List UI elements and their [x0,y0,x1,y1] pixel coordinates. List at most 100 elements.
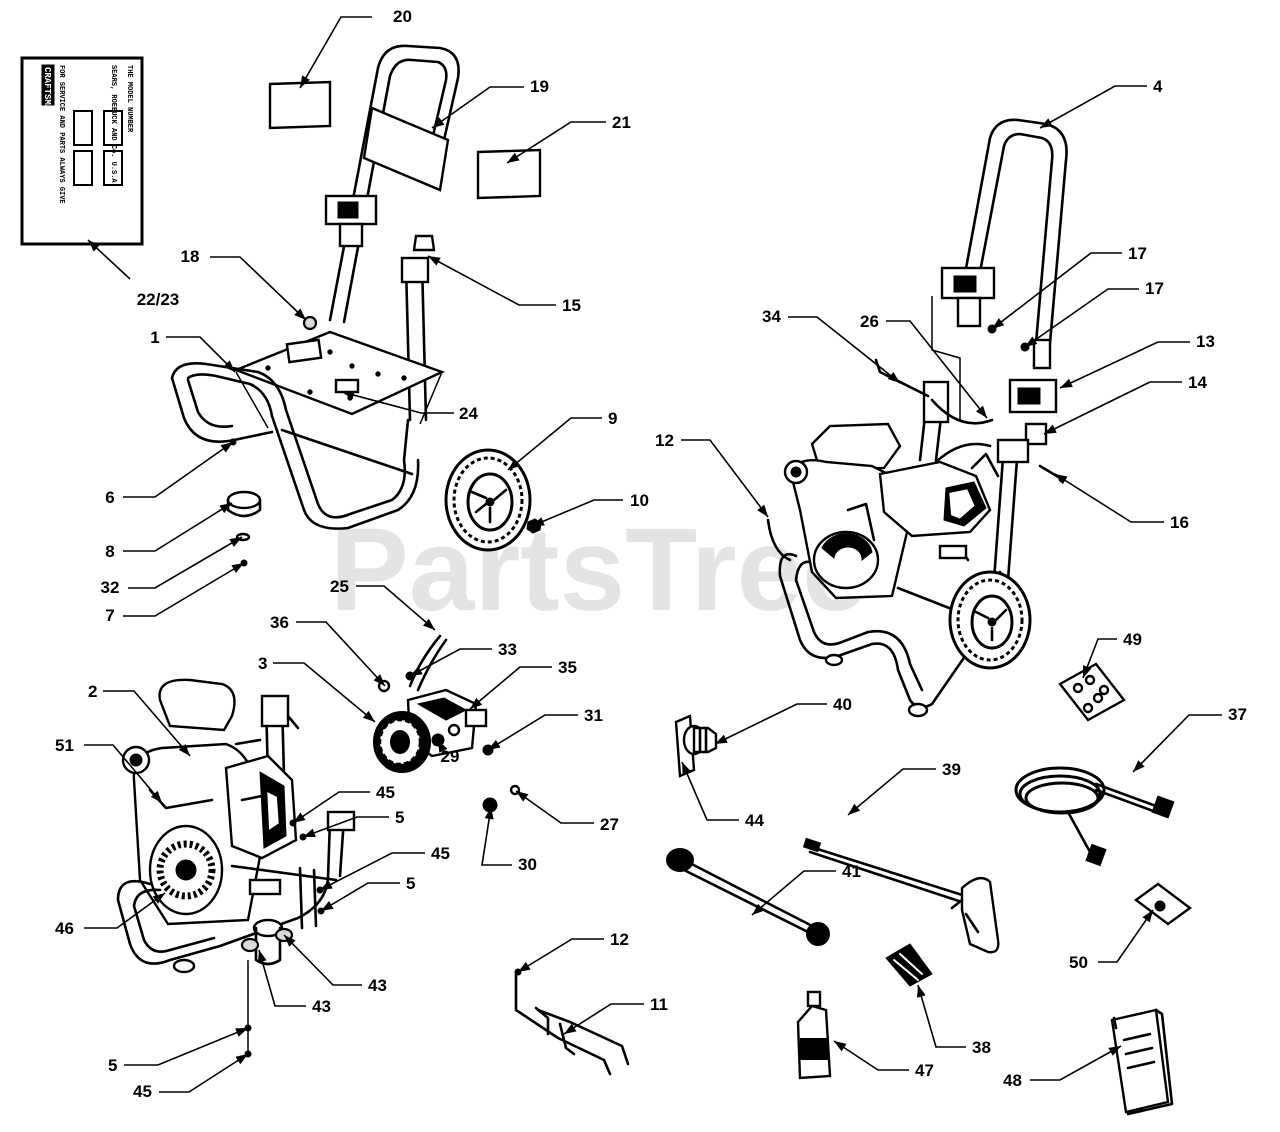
callout-number: 48 [1003,1071,1022,1090]
label-21-part[interactable] [476,148,542,200]
callout-11[interactable]: 11 [563,995,668,1035]
callout-3[interactable]: 3 [258,654,376,723]
callout-1[interactable]: 1 [150,328,236,373]
callout-17[interactable]: 17 [991,244,1147,330]
callout-10[interactable]: 10 [531,491,649,527]
leader-line [292,791,370,824]
callout-41[interactable]: 41 [751,862,861,916]
manual-part[interactable] [1110,1008,1174,1116]
callout-32[interactable]: 32 [101,536,243,597]
arrowhead [682,762,691,775]
washer-18-part[interactable] [302,315,318,331]
deck-clip-part[interactable] [334,378,360,394]
callout-number: 26 [860,312,879,331]
callout-9[interactable]: 9 [507,409,617,471]
callout-19[interactable]: 19 [431,77,549,129]
callout-31[interactable]: 31 [487,706,603,751]
callout-45[interactable]: 45 [319,844,450,891]
callout-21[interactable]: 21 [506,113,631,164]
callout-17[interactable]: 17 [1024,279,1164,348]
callout-34[interactable]: 34 [762,307,901,384]
callout-12[interactable]: 12 [655,431,769,518]
callout-number: 43 [312,997,331,1016]
leader-line [431,86,524,129]
callout-15[interactable]: 15 [427,255,581,315]
callout-18[interactable]: 18 [181,247,307,321]
callout-40[interactable]: 40 [714,695,852,745]
leader-line [84,744,163,804]
callout-24[interactable]: 24 [341,390,478,423]
spray-gun-part[interactable] [802,837,1000,954]
wand-part[interactable] [666,848,830,946]
callout-45[interactable]: 45 [292,783,395,824]
callout-44[interactable]: 44 [681,761,764,830]
callout-43[interactable]: 43 [283,934,387,995]
callout-47[interactable]: 47 [833,1040,934,1080]
handle-panel-part[interactable] [362,106,450,192]
washer-43-part[interactable] [240,937,260,953]
callout-2[interactable]: 2 [88,682,191,757]
leader-line [991,252,1122,330]
callout-45[interactable]: 45 [133,1053,249,1101]
callout-4[interactable]: 4 [1039,77,1163,129]
callout-35[interactable]: 35 [469,658,577,710]
decal-line-2: THE MODEL NUMBER [125,65,133,133]
callout-36[interactable]: 36 [270,613,386,687]
nozzle-kit-part[interactable] [1058,662,1126,722]
label-20-part[interactable] [268,80,332,130]
callout-43[interactable]: 43 [257,949,331,1016]
arrowhead [219,503,232,514]
arrowhead [235,1028,248,1037]
callout-33[interactable]: 33 [409,640,517,677]
rubber-foot-part[interactable] [226,490,262,510]
callout-27[interactable]: 27 [515,790,619,834]
arrowhead [410,666,423,676]
callout-13[interactable]: 13 [1059,332,1215,389]
callout-12[interactable]: 12 [517,930,629,973]
nozzle-40-part[interactable] [682,724,718,756]
callout-6[interactable]: 6 [105,441,234,507]
callout-20[interactable]: 20 [299,7,412,89]
callout-5[interactable]: 5 [320,874,415,912]
callout-number: 12 [655,431,674,450]
arrowhead [1142,910,1153,923]
callout-8[interactable]: 8 [105,502,233,561]
leader-line [427,255,556,306]
wheel-part[interactable] [444,448,532,552]
callout-16[interactable]: 16 [1054,473,1189,532]
callout-number: 47 [915,1061,934,1080]
callout-38[interactable]: 38 [917,984,991,1057]
callout-5[interactable]: 5 [108,1027,249,1075]
air-cleaner-cover-part[interactable] [158,678,236,732]
callout-51[interactable]: 51 [55,736,163,804]
callout-5[interactable]: 5 [302,808,404,838]
arrowhead [321,900,334,911]
callout-number: 20 [393,7,412,26]
callout-39[interactable]: 39 [847,760,961,816]
callout-26[interactable]: 26 [860,312,988,419]
callout-number: 46 [55,919,74,938]
callout-37[interactable]: 37 [1132,705,1247,773]
oil-bottle-part[interactable] [796,990,832,1080]
callout-25[interactable]: 25 [330,577,436,631]
cap-14-part[interactable] [1024,422,1048,446]
decal-line-1: FOR SERVICE AND PARTS ALWAYS GIVE [57,65,65,204]
callout-49[interactable]: 49 [1082,630,1142,679]
hose-hook-part[interactable] [514,968,630,1076]
callout-50[interactable]: 50 [1069,909,1154,972]
callout-30[interactable]: 30 [481,806,537,874]
decal-label-part[interactable]: CRAFTSMAN FOR SERVICE AND PARTS ALWAYS G… [20,56,144,246]
hose-coil-part[interactable] [1014,766,1175,867]
callout-29[interactable]: 29 [437,739,459,766]
callout-number: 8 [105,542,114,561]
callout-22-23[interactable]: 22/23 [87,239,179,309]
callout-number: 34 [762,307,781,326]
callout-46[interactable]: 46 [55,892,166,938]
leader-line [1054,473,1164,523]
callout-7[interactable]: 7 [105,562,245,625]
callout-14[interactable]: 14 [1043,373,1207,435]
nozzle-38-part[interactable] [885,943,933,987]
callout-48[interactable]: 48 [1003,1045,1122,1090]
pump-part[interactable] [373,688,488,773]
